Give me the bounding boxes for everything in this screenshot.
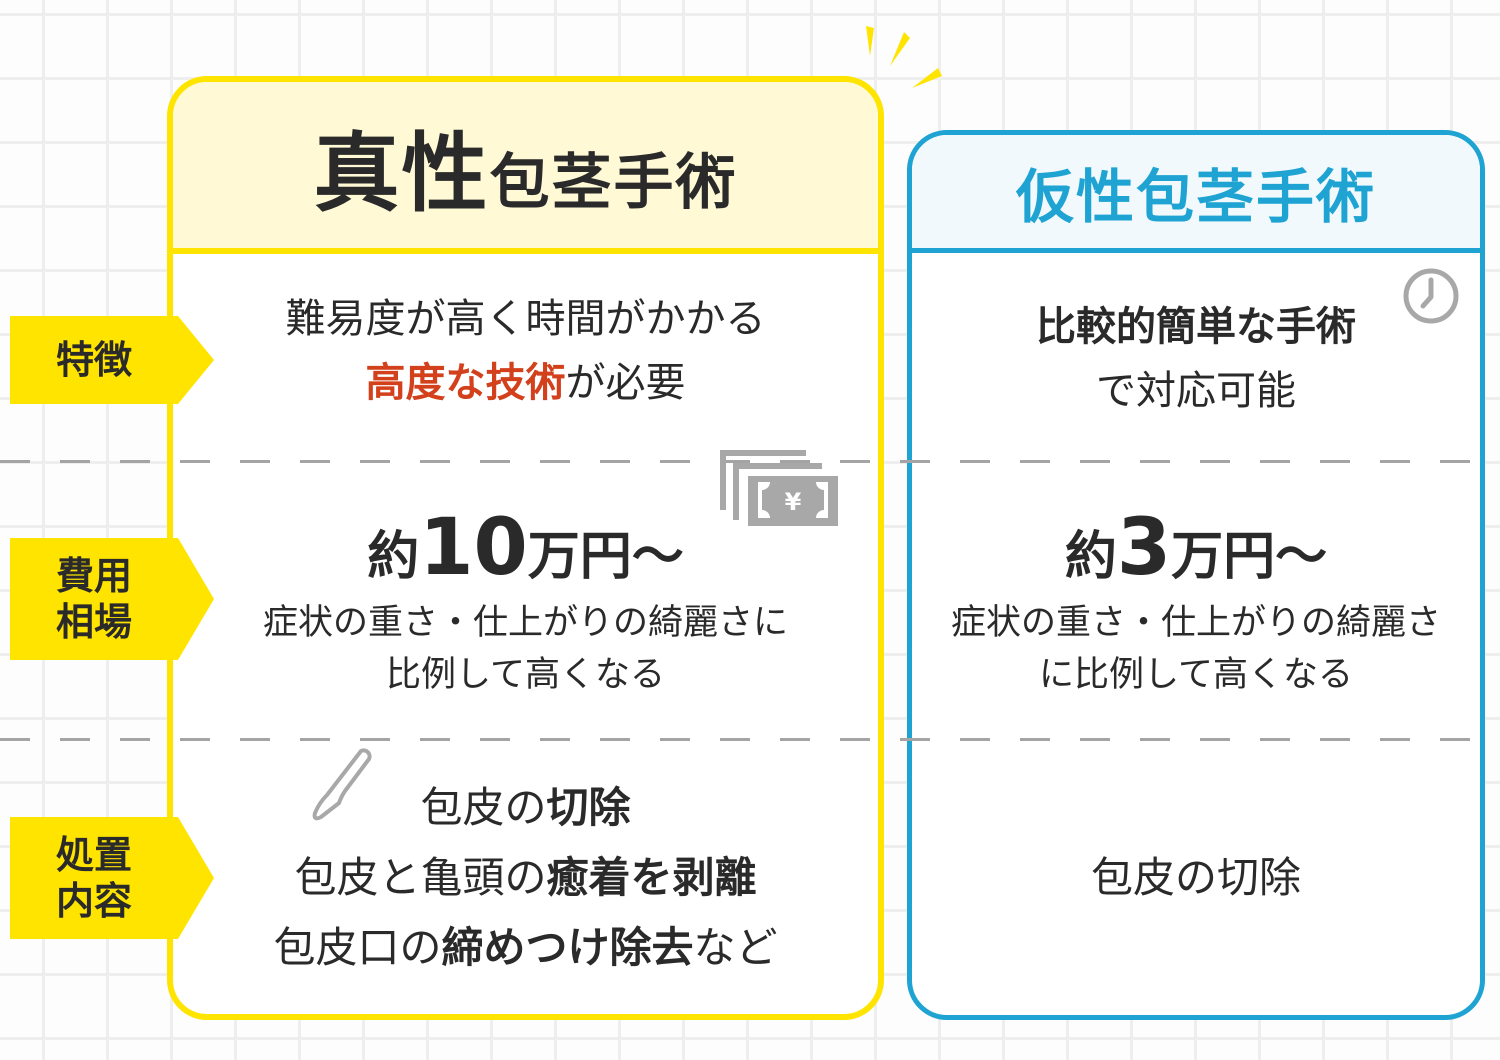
false-features-cell: 比較的簡単な手術 で対応可能 [912,295,1480,423]
features-text: で対応可能 [1096,368,1296,414]
procedure-bold-text: 癒着を剥離 [546,853,757,902]
row-label-text: 内容 [55,879,132,923]
false-phimosis-card: 仮性包茎手術 [907,130,1485,1020]
cost-note: 比例して高くなる [386,655,665,695]
false-procedure-cell: 包皮の切除 [912,843,1480,913]
scalpel-icon [312,748,372,821]
true-procedure-cell: 包皮の切除 包皮と亀頭の癒着を剥離 包皮口の締めつけ除去など [173,773,878,983]
procedure-text: 包皮の [420,783,547,832]
procedure-text: 包皮の切除 [1090,853,1301,902]
true-cost-cell: 約10万円〜 症状の重さ・仕上がりの綺麗さに 比例して高くなる [173,508,878,701]
row-label-text: 相場 [55,600,132,644]
price-suffix: 万円〜 [1171,527,1328,587]
procedure-text: 包皮口の [273,923,442,972]
procedure-bold-text: 切除 [546,783,631,832]
price-number: 10 [419,503,528,593]
row-label-text: 特徴 [55,338,132,382]
clock-icon [1403,268,1459,324]
row-label-procedure: 処置 内容 [10,817,214,939]
yen-bills-icon: ¥ [720,450,838,526]
row-divider-2 [0,738,1500,741]
price-prefix: 約 [367,527,420,587]
false-phimosis-title: 仮性包茎手術 [1015,162,1376,231]
true-phimosis-header: 真性包茎手術 [173,82,878,254]
emphasis-sparkle-icon [866,26,942,88]
procedure-text: 包皮と亀頭の [294,853,547,902]
highlight-text: 高度な技術 [365,360,566,406]
price-prefix: 約 [1064,527,1117,587]
row-label-text: 処置 [55,833,132,877]
svg-text:¥: ¥ [785,488,802,516]
price-suffix: 万円〜 [527,527,684,587]
false-phimosis-header: 仮性包茎手術 [912,135,1480,253]
features-text: 難易度が高く時間がかかる [285,296,766,342]
price-number: 3 [1116,503,1172,593]
cost-note: 症状の重さ・仕上がりの綺麗さに [262,603,788,643]
procedure-bold-text: 締めつけ除去 [441,923,694,972]
row-label-features: 特徴 [10,316,214,404]
row-label-cost: 費用 相場 [10,538,214,660]
cost-note: に比例して高くなる [1039,655,1353,695]
row-divider-1 [0,460,1500,463]
true-features-cell: 難易度が高く時間がかかる 高度な技術が必要 [173,287,878,415]
true-price: 約10万円〜 [173,508,878,597]
cost-note: 症状の重さ・仕上がりの綺麗さ [950,603,1441,643]
features-bold-text: 比較的簡単な手術 [1036,304,1356,350]
features-text: が必要 [565,360,686,406]
false-cost-cell: 約3万円〜 症状の重さ・仕上がりの綺麗さ に比例して高くなる [912,508,1480,701]
false-price: 約3万円〜 [912,508,1480,597]
true-phimosis-title: 真性包茎手術 [314,103,738,228]
procedure-text: など [693,923,778,972]
title-big: 真性 [313,123,490,224]
title-small: 包茎手術 [489,147,738,218]
row-label-text: 費用 [55,554,132,598]
true-phimosis-card: 真性包茎手術 [167,76,884,1020]
